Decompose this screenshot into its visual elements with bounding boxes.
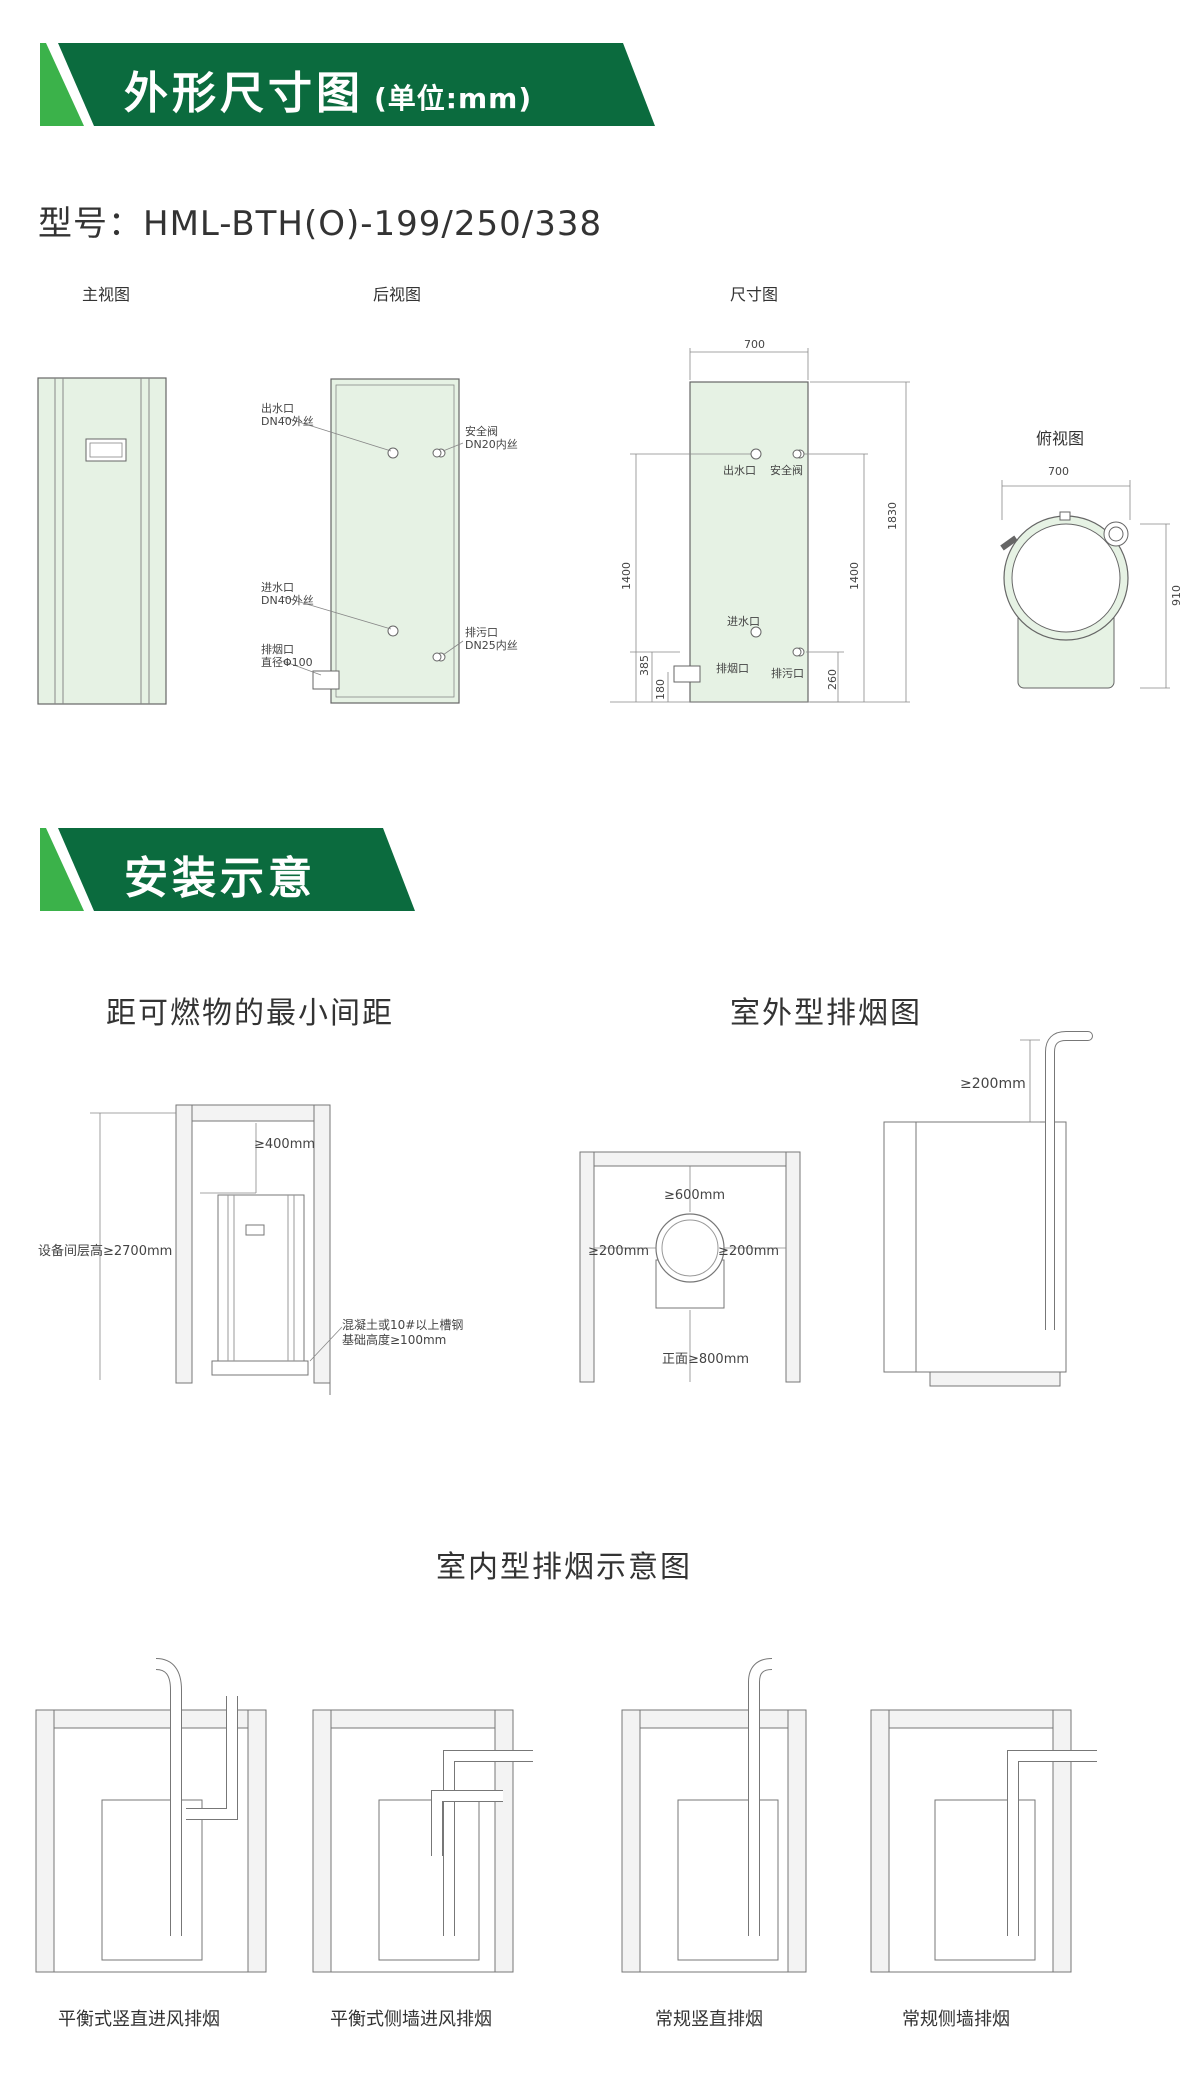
model-number: 型号：HML-BTH(O)-199/250/338 xyxy=(38,204,603,244)
indoor-title: 室内型排烟示意图 xyxy=(436,1550,692,1585)
top-width: 700 xyxy=(1048,465,1069,478)
indoor-diagram-4 xyxy=(870,1709,1097,1973)
indoor-diagram-2 xyxy=(312,1709,533,1973)
foundation-label: 混凝土或10#以上槽钢基础高度≥100mm xyxy=(342,1318,464,1347)
dimension-view-drawing xyxy=(610,348,910,703)
front-view-drawing xyxy=(37,377,167,705)
indoor-caption-2: 平衡式侧墙进风排烟 xyxy=(330,2009,492,2030)
section-title: 外形尺寸图 (单位:mm) xyxy=(124,57,532,121)
indoor-caption-3: 常规竖直排烟 xyxy=(655,2009,763,2030)
rear-flue-label: 排烟口直径Φ100 xyxy=(261,643,313,669)
section-title-text: 外形尺寸图 xyxy=(124,68,364,119)
rear-view-drawing xyxy=(282,378,464,704)
dim-safety-label: 安全阀 xyxy=(770,464,803,477)
outdoor-right-gap: ≥200mm xyxy=(718,1244,780,1259)
indoor-caption-4: 常规侧墙排烟 xyxy=(902,2009,1010,2030)
clearance-title: 距可燃物的最小间距 xyxy=(106,996,394,1031)
indoor-caption-1: 平衡式竖直进风排烟 xyxy=(58,2009,220,2030)
outdoor-clearance-diagram xyxy=(579,1151,801,1383)
dim-width: 700 xyxy=(744,338,765,351)
dim-outlet-left: 1400 xyxy=(620,562,633,590)
dim-drain: 260 xyxy=(826,669,839,690)
section-banner-installation: 安装示意 xyxy=(40,828,415,911)
top-depth: 910 xyxy=(1170,585,1183,606)
clearance-diagram xyxy=(90,1104,343,1395)
indoor-diagram-1 xyxy=(35,1658,267,1973)
outdoor-left-gap: ≥200mm xyxy=(588,1244,650,1259)
top-gap-label: ≥400mm xyxy=(254,1137,316,1152)
outdoor-top-gap: ≥600mm xyxy=(664,1188,726,1203)
dim-outlet-label: 出水口 xyxy=(723,464,756,477)
dim-inlet-label: 进水口 xyxy=(727,615,760,628)
top-view-drawing xyxy=(1000,480,1170,689)
dim-flue: 385 xyxy=(638,655,651,676)
view-label-front: 主视图 xyxy=(82,285,131,304)
section-banner-dimensions: 外形尺寸图 (单位:mm) xyxy=(40,43,655,126)
outdoor-title: 室外型排烟图 xyxy=(730,996,922,1031)
indoor-diagram-3 xyxy=(621,1658,807,1973)
dim-flue-bottom: 180 xyxy=(654,679,667,700)
section-title-text: 安装示意 xyxy=(124,853,316,904)
view-label-rear: 后视图 xyxy=(373,285,422,304)
outdoor-flue-gap: ≥200mm xyxy=(960,1076,1026,1092)
section-title: 安装示意 xyxy=(124,842,316,906)
room-height-label: 设备间层高≥2700mm xyxy=(38,1244,173,1259)
view-label-top: 俯视图 xyxy=(1036,429,1085,448)
dim-flue-label: 排烟口 xyxy=(716,662,749,675)
section-unit: (单位:mm) xyxy=(374,82,533,115)
dim-outlet-right: 1400 xyxy=(848,562,861,590)
outdoor-flue-diagram xyxy=(883,1031,1093,1387)
outdoor-front-gap: 正面≥800mm xyxy=(662,1352,750,1367)
view-label-dims: 尺寸图 xyxy=(730,285,779,304)
dim-height-total: 1830 xyxy=(886,502,899,530)
dim-drain-label: 排污口 xyxy=(771,667,804,680)
